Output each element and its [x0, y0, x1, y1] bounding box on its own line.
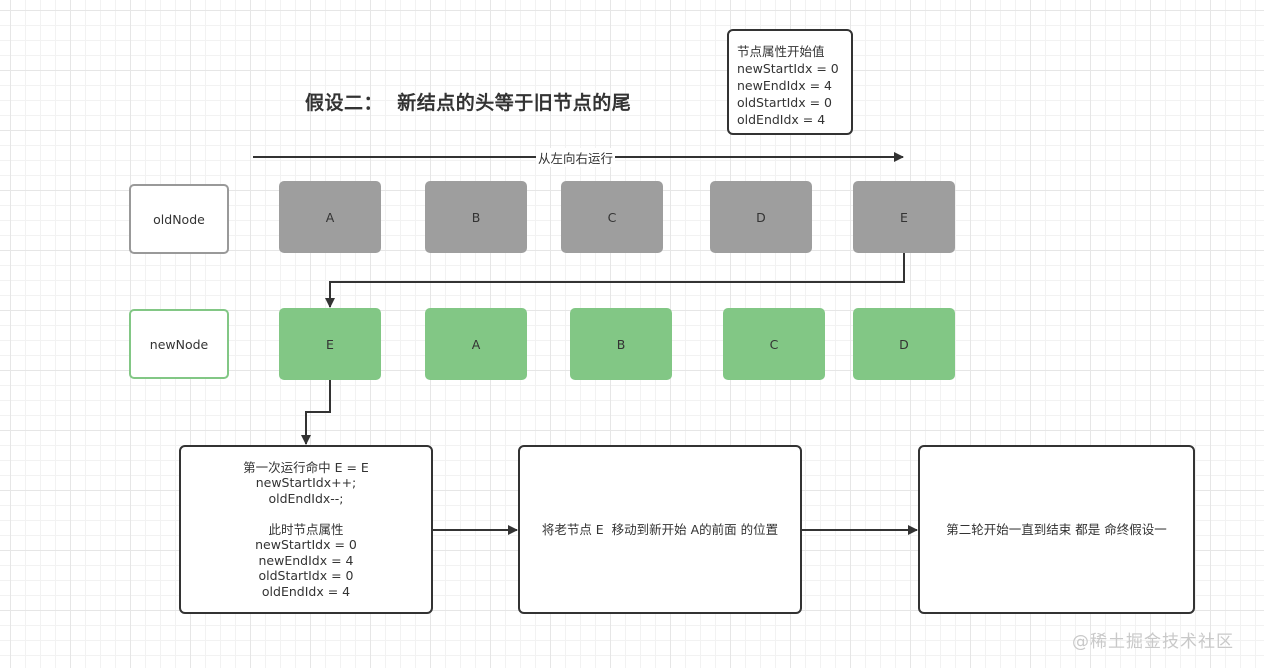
step-line: newStartIdx = 0 [255, 537, 357, 553]
step-line: newEndIdx = 4 [258, 552, 354, 568]
old-node-label: oldNode [153, 211, 205, 227]
initial-values-box[interactable]: 节点属性开始值 newStartIdx = 0 newEndIdx = 4 ol… [727, 29, 853, 135]
new-node-c[interactable]: C [723, 308, 825, 380]
info-line: newStartIdx = 0 [737, 61, 839, 76]
diagram-title: 假设二： 新结点的头等于旧节点的尾 [305, 92, 632, 114]
step-line: oldEndIdx--; [268, 490, 344, 506]
info-line: oldEndIdx = 4 [737, 112, 826, 127]
info-line: newEndIdx = 4 [737, 78, 832, 93]
step-line: oldStartIdx = 0 [258, 568, 354, 584]
edge-old-e-to-new-e[interactable] [325, 252, 905, 308]
new-node-d[interactable]: D [853, 308, 955, 380]
step-line [243, 506, 369, 522]
old-node-d[interactable]: D [710, 181, 812, 253]
new-node-label-box[interactable]: newNode [129, 309, 229, 379]
node-text: B [471, 209, 481, 225]
step-line: 第二轮开始一直到结束 都是 命终假设一 [946, 521, 1167, 537]
step-second-round-box[interactable]: 第二轮开始一直到结束 都是 命终假设一 [918, 445, 1195, 614]
node-text: A [471, 336, 481, 352]
node-text: E [900, 209, 908, 225]
info-heading: 节点属性开始值 [737, 44, 825, 59]
old-node-c[interactable]: C [561, 181, 663, 253]
old-node-e[interactable]: E [853, 181, 955, 253]
step-line: 第一次运行命中 E = E [243, 459, 369, 475]
node-text: A [325, 209, 335, 225]
node-text: C [769, 336, 779, 352]
info-line: oldStartIdx = 0 [737, 95, 832, 110]
step-line: 将老节点 E 移动到新开始 A的前面 的位置 [541, 521, 779, 537]
old-node-a[interactable]: A [279, 181, 381, 253]
node-text: B [616, 336, 626, 352]
new-node-label: newNode [149, 336, 209, 352]
new-node-a[interactable]: A [425, 308, 527, 380]
step-first-match-box[interactable]: 第一次运行命中 E = E newStartIdx++; oldEndIdx--… [179, 445, 433, 614]
node-text: D [899, 336, 909, 352]
step-line: 此时节点属性 [268, 521, 344, 537]
direction-label: 从左向右运行 [536, 148, 616, 167]
node-text: E [326, 336, 334, 352]
new-node-e[interactable]: E [279, 308, 381, 380]
step-line: newStartIdx++; [255, 475, 357, 491]
old-node-b[interactable]: B [425, 181, 527, 253]
node-text: D [756, 209, 766, 225]
edge-new-e-to-step1[interactable] [301, 379, 331, 445]
new-node-b[interactable]: B [570, 308, 672, 380]
step-line: oldEndIdx = 4 [261, 583, 351, 599]
step-move-node-box[interactable]: 将老节点 E 移动到新开始 A的前面 的位置 [518, 445, 802, 614]
node-text: C [607, 209, 617, 225]
watermark: @稀土掘金技术社区 [1072, 632, 1234, 652]
old-node-label-box[interactable]: oldNode [129, 184, 229, 254]
